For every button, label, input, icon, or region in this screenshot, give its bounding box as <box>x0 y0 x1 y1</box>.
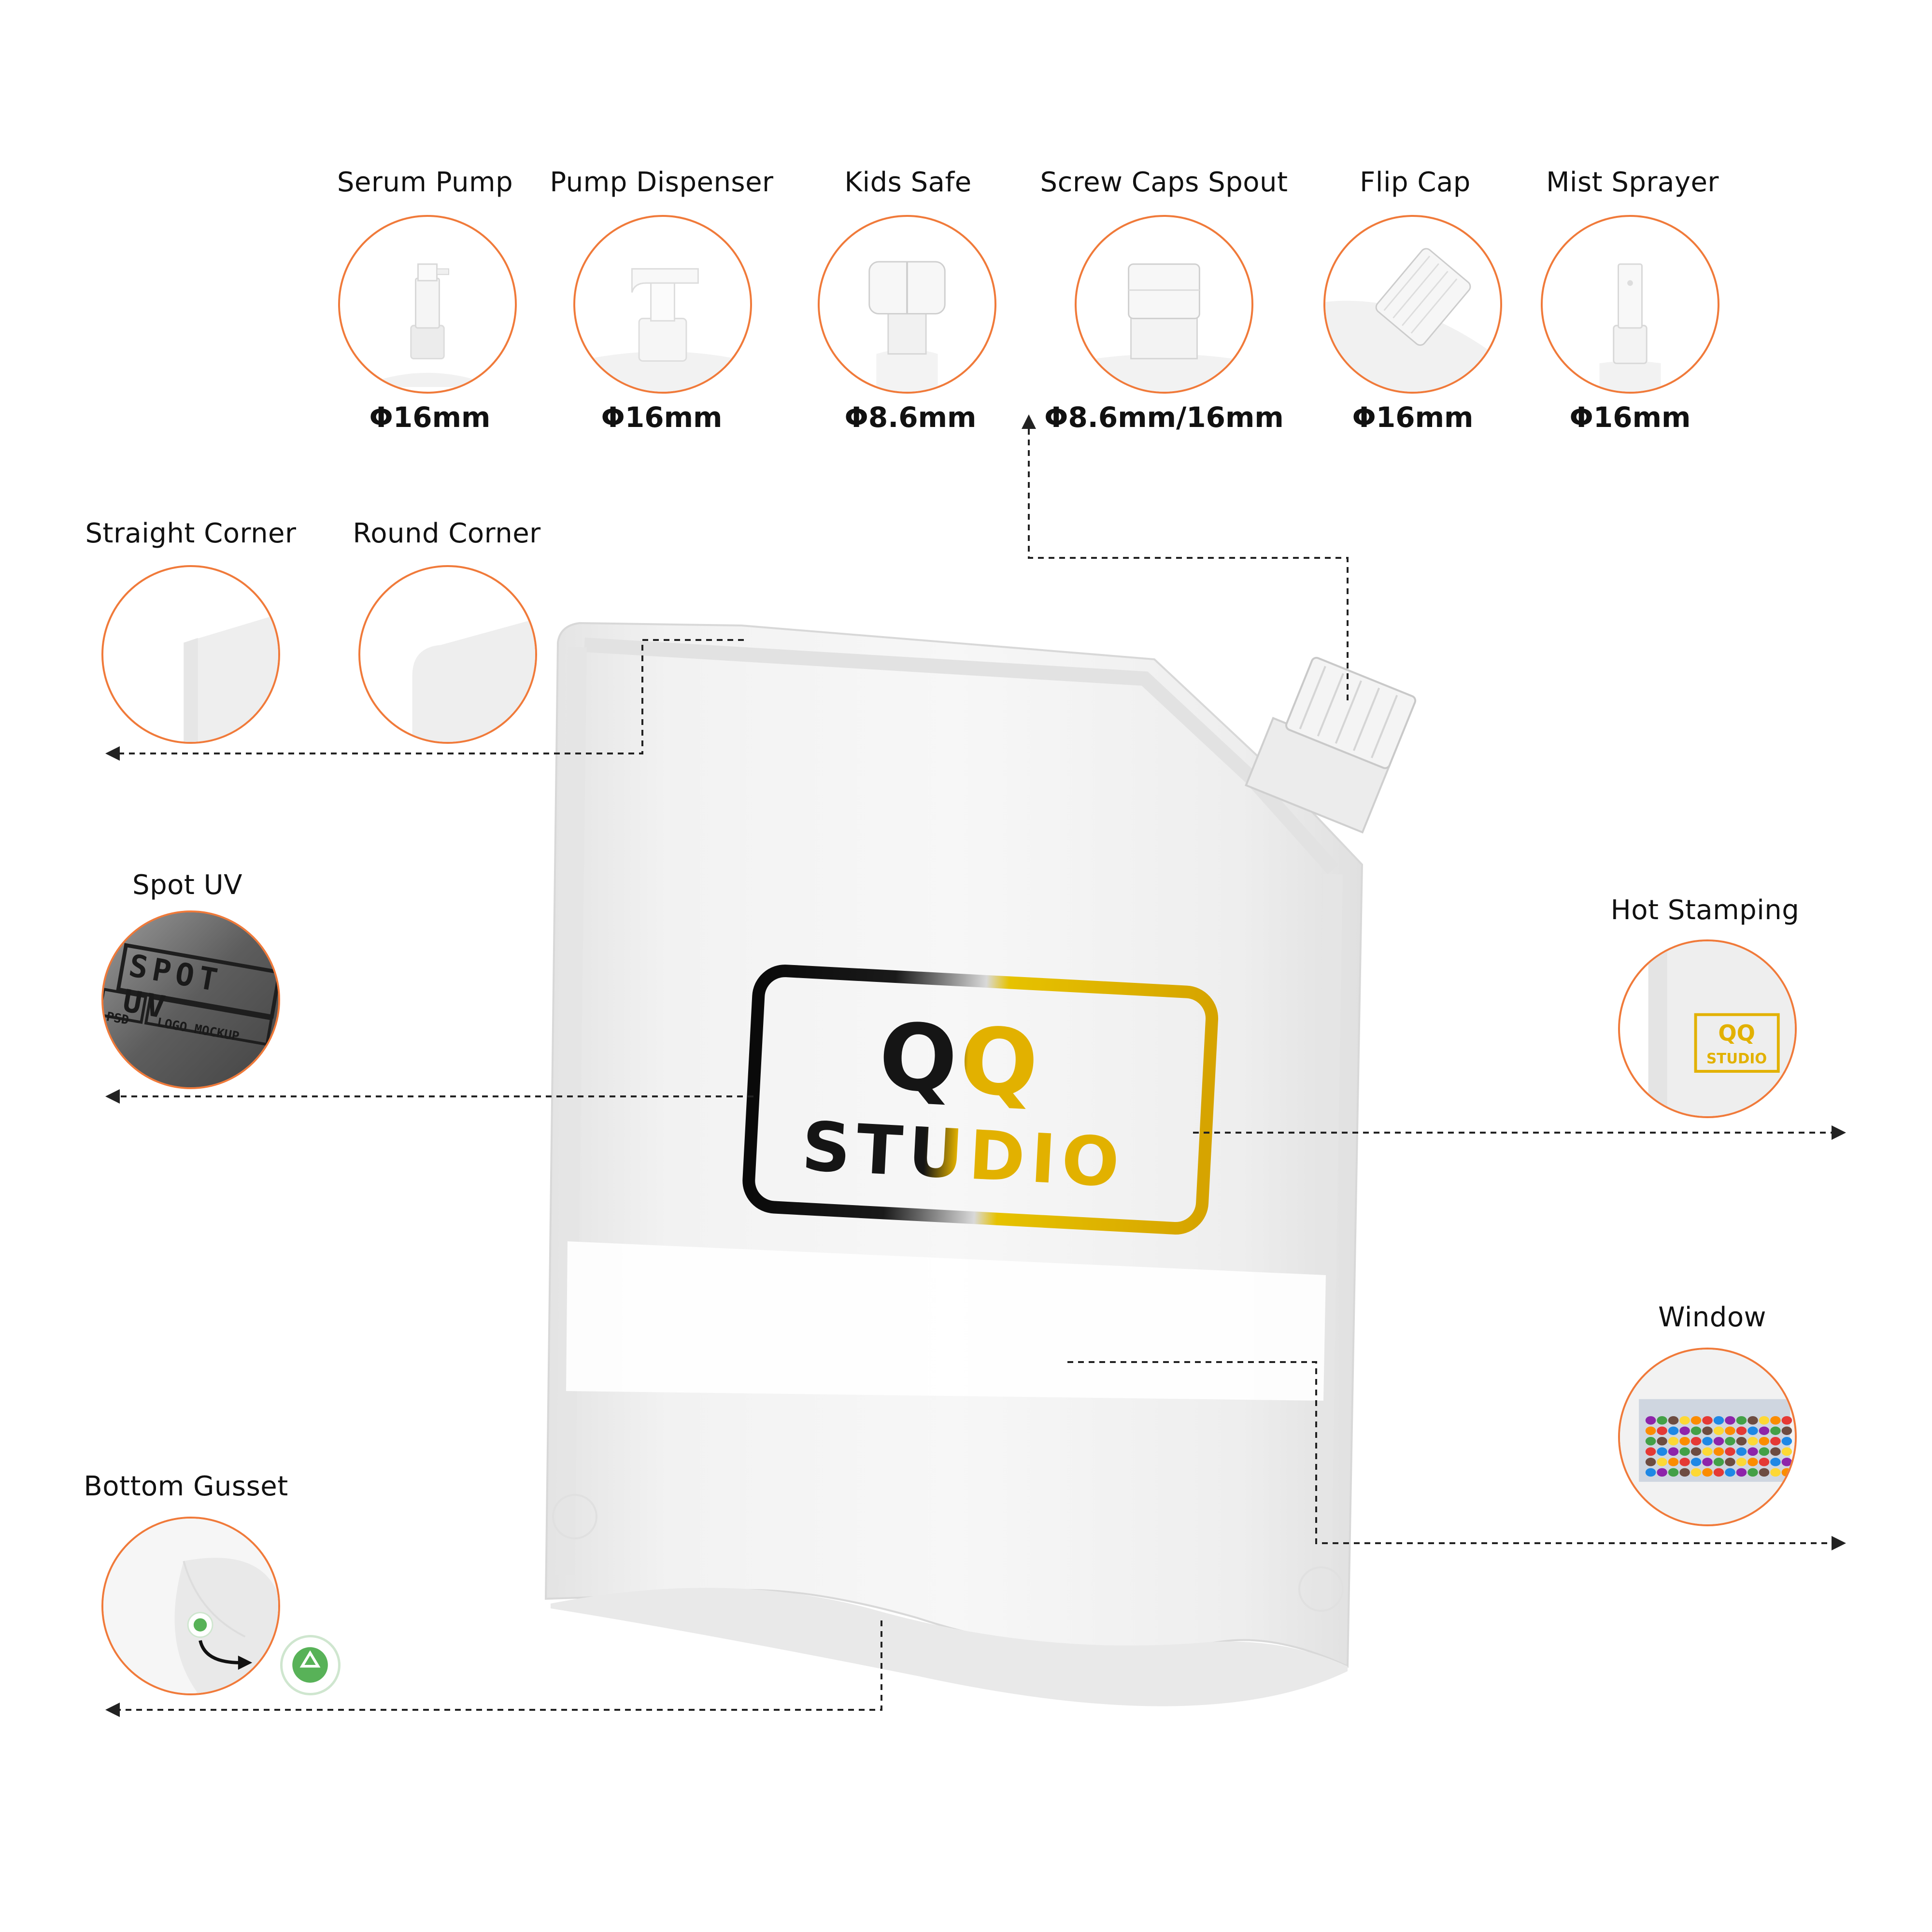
feature-label-hot-stamping: Hot Stamping <box>1610 895 1800 926</box>
feature-label-bottom-gusset: Bottom Gusset <box>84 1471 288 1502</box>
option-size-pump-dispenser: Φ16mm <box>601 401 723 434</box>
flip-cap-icon <box>1323 215 1502 394</box>
option-label-mist-sprayer: Mist Sprayer <box>1546 167 1719 198</box>
option-size-kids-safe: Φ8.6mm <box>844 401 977 434</box>
option-label-flip-cap: Flip Cap <box>1360 167 1471 198</box>
option-label-serum-pump: Serum Pump <box>337 167 513 198</box>
feature-label-spot-uv: Spot UV <box>132 869 242 901</box>
screw-cap-spout-icon <box>1075 215 1253 394</box>
hot-stamping-sample: QQ STUDIO <box>1618 939 1797 1118</box>
option-size-mist-sprayer: Φ16mm <box>1569 401 1691 434</box>
option-label-pump-dispenser: Pump Dispenser <box>550 167 774 198</box>
logo-qq: QQ <box>876 1003 1044 1118</box>
option-label-screw-caps-spout: Screw Caps Spout <box>1040 167 1288 198</box>
spot-uv-sample: SPOT UV PSD LOGO MOCKUP <box>101 910 280 1089</box>
corner-label-round: Round Corner <box>353 518 541 549</box>
logo-studio: STUDIO <box>800 1107 1127 1203</box>
svg-text:STUDIO: STUDIO <box>1706 1050 1767 1066</box>
corner-label-straight: Straight Corner <box>85 518 297 549</box>
option-size-flip-cap: Φ16mm <box>1352 401 1474 434</box>
option-label-kids-safe: Kids Safe <box>844 167 972 198</box>
option-size-serum-pump: Φ16mm <box>369 401 491 434</box>
svg-text:QQ: QQ <box>1718 1020 1755 1046</box>
serum-pump-icon <box>338 215 517 394</box>
mist-sprayer-icon <box>1541 215 1719 394</box>
pump-dispenser-icon <box>573 215 752 394</box>
feature-label-window: Window <box>1658 1302 1766 1333</box>
kids-safe-cap-icon <box>818 215 996 394</box>
